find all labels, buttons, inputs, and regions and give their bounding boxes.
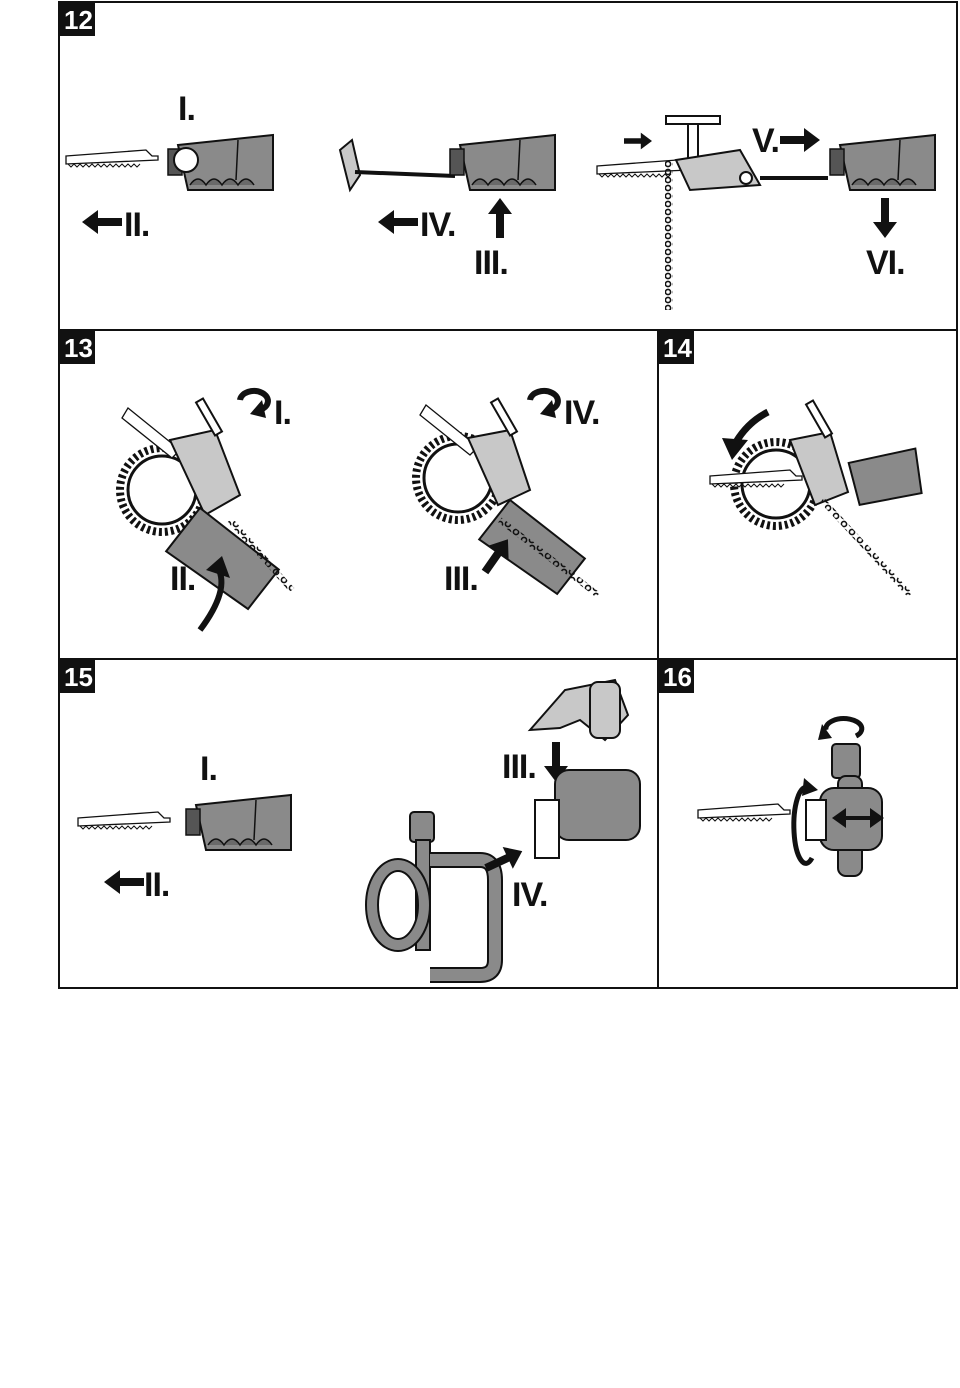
arrow-left-icon [82,210,122,234]
blade-guard [527,678,630,742]
panel-number-box [59,330,95,364]
saw-body [829,134,936,191]
panel-number-box [658,659,694,693]
double-arrow-icon [832,808,884,828]
arrow-left-icon [378,210,418,234]
panel-16: 16 [658,659,884,877]
pipe-cutting-assembly [709,399,923,598]
chain-clamp [665,115,828,310]
panel-13: 13 I. II. [59,330,600,632]
step-label: I. [178,90,195,128]
pipe-cutting-assembly [116,397,295,611]
panel-number-box [658,330,694,364]
step-label: VI. [866,244,905,282]
step-label: III. [474,244,508,282]
panel-number-box [59,659,95,693]
panel-number: 12 [64,5,93,35]
panel-number: 14 [663,333,692,363]
step-label: V. [752,122,779,160]
saw-body [449,134,556,191]
panel-12: 12 I. II. IV. III. [59,2,936,310]
lever-icon [173,147,199,173]
rotate-icon [823,716,865,739]
panel-number: 15 [64,662,93,692]
pipe-cutting-assembly [412,397,600,598]
panel-number-box [59,2,95,36]
panel-number: 13 [64,333,93,363]
rotate-icon [527,388,561,413]
curved-arrow-icon [732,408,770,444]
arrow-up-icon [488,198,512,238]
step-label: IV. [420,206,455,244]
step-label: II. [170,560,195,598]
arrow-left-icon [104,870,144,894]
step-label: I. [274,394,291,432]
saw-body [185,794,292,851]
c-clamp-adapter [365,811,503,983]
saw-housing [534,769,641,859]
step-label: III. [444,560,478,598]
step-label: I. [200,750,217,788]
step-label: III. [502,748,536,786]
step-label: IV. [512,876,547,914]
step-label: IV. [564,394,599,432]
panel-frame [58,1,958,989]
arrow-right-icon [624,132,652,150]
pipe-clamp-adapter [338,138,456,193]
panel-number: 16 [663,662,692,692]
arrow-right-icon [780,128,820,152]
rotate-icon [237,388,271,413]
arrow-down-icon [873,198,897,238]
step-label: II. [144,866,169,904]
rotate-icon [791,784,815,866]
step-label: II. [124,206,149,244]
panel-15: 15 I. II. III. IV. [59,659,641,983]
panel-14: 14 [658,330,923,598]
